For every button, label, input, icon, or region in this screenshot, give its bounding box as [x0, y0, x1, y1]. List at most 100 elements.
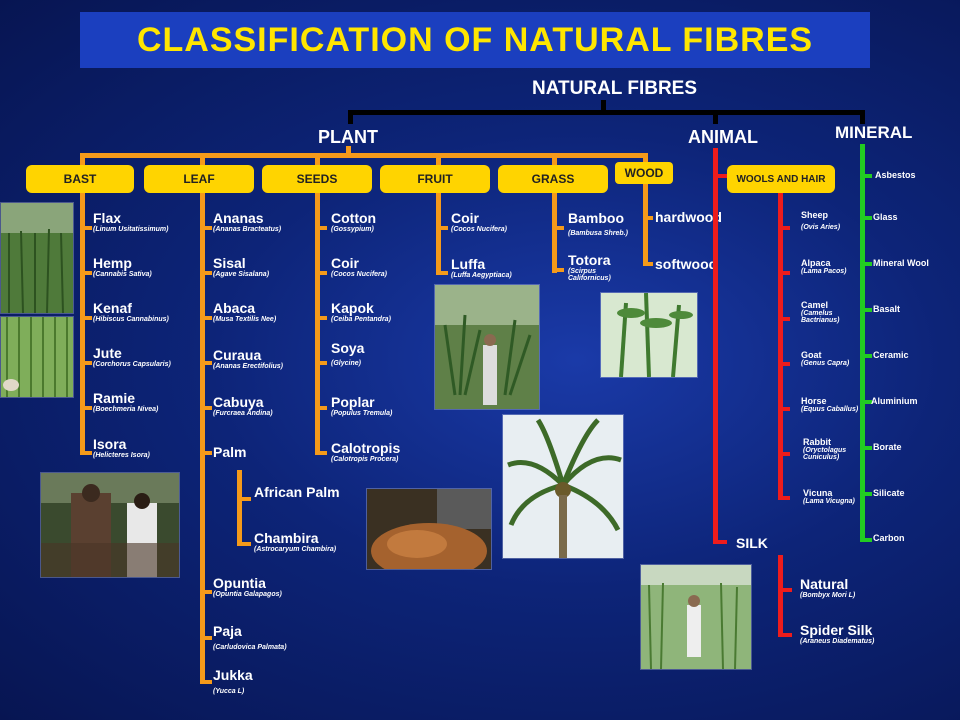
- fibre-sci: (Musa Textilis Nee): [213, 316, 277, 323]
- animal-tick: [713, 540, 727, 544]
- plant-bar: [80, 153, 648, 158]
- fibre-sci: (Astrocaryum Chambira): [254, 546, 337, 553]
- fibre-paja: Paja (Carludovica Palmata): [213, 623, 287, 651]
- fibre-coir-fruit: Coir (Cocos Nucifera): [451, 210, 507, 233]
- fibre-kenaf: Kenaf (Hibiscus Cannabinus): [93, 300, 169, 323]
- fibre-name: Isora: [93, 436, 127, 452]
- fibre-name: Coir: [451, 210, 479, 226]
- fibre-coir-seed: Coir (Cocos Nucifera): [331, 255, 387, 278]
- mineral-tick: [860, 538, 872, 542]
- fibre-vicuna: Vicuna (Lama Vicugna): [803, 488, 855, 505]
- fibre-horse: Horse (Equus Caballus): [801, 396, 858, 413]
- fibre-cotton: Cotton (Gossypium): [331, 210, 376, 233]
- grass-trunk: [552, 193, 557, 273]
- mineral-aluminium: Aluminium: [871, 396, 918, 406]
- fruit-tick: [436, 271, 448, 275]
- leaf-tick: [200, 406, 212, 410]
- bast-tick: [80, 406, 92, 410]
- mineral-ceramic: Ceramic: [873, 350, 909, 360]
- fibre-sci: (Cocos Nucifera): [331, 271, 388, 278]
- animal-tick: [713, 174, 727, 178]
- fibre-jukka: Jukka (Yucca L): [213, 667, 253, 695]
- wools-tick: [778, 226, 790, 230]
- sisal-plant-photo: [434, 284, 540, 410]
- fibre-sci: (Boechmeria Nivea): [93, 406, 159, 413]
- isora-workers-photo: [40, 472, 180, 578]
- mineral-borate: Borate: [873, 442, 902, 452]
- fibre-name: Sheep: [801, 210, 829, 220]
- fibre-soya: Soya (Glycine): [331, 340, 364, 367]
- seeds-tick: [315, 361, 327, 365]
- title-banner: CLASSIFICATION OF NATURAL FIBRES: [80, 12, 870, 68]
- fibre-name: Natural: [800, 576, 849, 592]
- root-bar: [348, 110, 864, 115]
- mineral-tick: [860, 492, 872, 496]
- seeds-tick: [315, 226, 327, 230]
- fibre-sci: (Corchorus Capsularis): [93, 361, 171, 368]
- fibre-name: Calotropis: [331, 440, 401, 456]
- fibre-name: Jukka: [213, 667, 253, 683]
- fibre-sci: (Luffa Aegyptiaca): [451, 272, 512, 279]
- fibre-sci: (Araneus Diadematus): [800, 638, 875, 645]
- fibre-goat: Goat (Genus Capra): [801, 350, 849, 367]
- fibre-name: Palm: [213, 444, 247, 460]
- mineral-silicate: Silicate: [873, 488, 905, 498]
- fibre-sci: (Opuntia Galapagos): [213, 591, 282, 598]
- leaf-tick: [200, 590, 212, 594]
- fibre-natural-silk: Natural (Bombyx Mori L): [800, 576, 855, 599]
- fibre-sci: (Lama Pacos): [801, 268, 847, 275]
- fibre-name: Poplar: [331, 394, 375, 410]
- fibre-name: Soya: [331, 340, 365, 356]
- fibre-name: Kapok: [331, 300, 374, 316]
- fibre-name: Flax: [93, 210, 122, 226]
- grass-tick: [552, 226, 564, 230]
- fibre-sci: (Ceiba Pentandra): [331, 316, 391, 323]
- fibre-bamboo: Bamboo (Bambusa Shreb.): [568, 210, 628, 237]
- leaf-drop: [200, 153, 205, 167]
- animal-drop: [713, 110, 718, 124]
- silk-trunk: [778, 555, 783, 637]
- bast-tick: [80, 316, 92, 320]
- fibre-flax: Flax (Linum Usitatissimum): [93, 210, 168, 233]
- grass-drop: [552, 153, 557, 167]
- fibre-name: Totora: [568, 252, 611, 268]
- fibre-sci: (Scirpus Californicus): [568, 268, 611, 282]
- wood-tick: [643, 262, 653, 266]
- wood-drop: [643, 153, 648, 163]
- mineral-tick: [860, 446, 872, 450]
- root-stem: [601, 100, 606, 111]
- bast-tick: [80, 226, 92, 230]
- fibre-name: Ramie: [93, 390, 136, 406]
- fibre-name: Abaca: [213, 300, 256, 316]
- mineral-tick: [860, 400, 872, 404]
- palm-trunk: [237, 470, 242, 546]
- fibre-sci: (Yucca L): [213, 688, 245, 695]
- fibre-name: Ananas: [213, 210, 264, 226]
- fibre-sci: (Carludovica Palmata): [213, 644, 287, 651]
- fibre-sci: (Cannabis Sativa): [93, 271, 152, 278]
- fibre-name: Rabbit: [803, 437, 831, 447]
- fibre-name: Cotton: [331, 210, 377, 226]
- fibre-name: Sisal: [213, 255, 246, 271]
- mineral-tick: [860, 262, 872, 266]
- mineral-tick: [860, 354, 872, 358]
- seeds-tick: [315, 451, 327, 455]
- fibre-sci: (Glycine): [331, 360, 361, 367]
- fibre-curaua: Curaua (Ananas Erectifolius): [213, 347, 283, 370]
- mineral-wool: Mineral Wool: [873, 258, 929, 268]
- fibre-name: Cabuya: [213, 394, 264, 410]
- root-label: NATURAL FIBRES: [532, 78, 698, 99]
- fibre-sci: (Lama Vicugna): [803, 498, 855, 505]
- fibre-name: Spider Silk: [800, 622, 873, 638]
- mineral-label: MINERAL: [835, 123, 913, 142]
- category-leaf: LEAF: [144, 165, 254, 193]
- fibre-cabuya: Cabuya (Furcraea Andina): [213, 394, 273, 417]
- fibre-kapok: Kapok (Ceiba Pentandra): [331, 300, 391, 323]
- fibre-palm: Palm: [213, 444, 246, 460]
- fibre-african-palm: African Palm: [254, 484, 340, 500]
- fibre-sci: (Ananas Bracteatus): [213, 226, 282, 233]
- fibre-sci: (Agave Sisalana): [213, 271, 270, 278]
- wools-tick: [778, 362, 790, 366]
- fibre-name: Curaua: [213, 347, 262, 363]
- wood-tick: [643, 216, 653, 220]
